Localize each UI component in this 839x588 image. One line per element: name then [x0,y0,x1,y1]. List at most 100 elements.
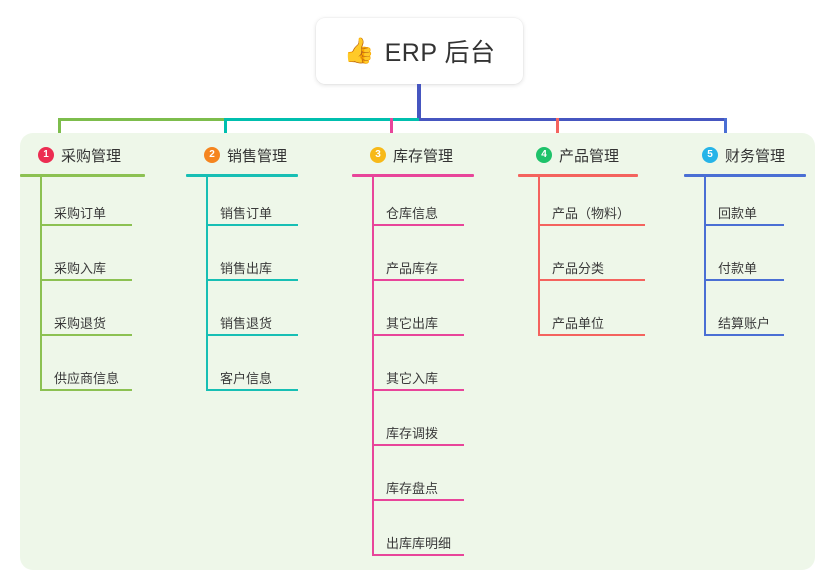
list-item-rule [372,444,464,446]
list-item-label: 采购退货 [54,316,107,331]
list-item[interactable]: 回款单 [684,177,824,232]
list-item-label: 产品（物料） [552,206,631,221]
column-title: 库存管理 [393,147,454,165]
column-库存管理: 3 库存管理仓库信息产品库存其它出库其它入库库存调拨库存盘点出库库明细 [352,144,502,562]
list-item-label: 客户信息 [220,371,273,386]
list-item-label: 其它入库 [386,371,439,386]
list-item[interactable]: 客户信息 [186,342,336,397]
column-spine-line [538,177,540,336]
column-header-bar [684,174,806,177]
column-header-bar [186,174,298,177]
list-item-label: 库存盘点 [386,481,439,496]
list-item-rule [40,389,132,391]
list-item-rule [538,224,645,226]
list-item-label: 回款单 [718,206,758,221]
list-item[interactable]: 仓库信息 [352,177,502,232]
thumbs-up-icon: 👍 [343,36,375,65]
list-item-rule [372,279,464,281]
list-item-rule [372,499,464,501]
column-number-badge: 4 [536,147,552,163]
content-panel [20,133,815,570]
list-item-label: 出库库明细 [386,536,452,551]
root-title: ERP 后台 [384,39,496,67]
list-item[interactable]: 出库库明细 [352,507,502,562]
column-items: 仓库信息产品库存其它出库其它入库库存调拨库存盘点出库库明细 [352,177,502,562]
column-items: 回款单付款单结算账户 [684,177,824,342]
list-item-rule [206,279,298,281]
list-item-rule [206,334,298,336]
column-header-3[interactable]: 3 库存管理 [352,144,502,166]
list-item[interactable]: 库存调拨 [352,397,502,452]
bus-segment-3 [419,118,727,121]
root-node[interactable]: 👍 ERP 后台 [316,18,523,84]
column-number-badge: 5 [702,147,718,163]
root-stem-line [417,84,421,121]
column-items: 产品（物料） 产品分类产品单位 [518,177,668,342]
list-item-label: 采购订单 [54,206,107,221]
list-item[interactable]: 供应商信息 [20,342,170,397]
column-items: 销售订单销售出库销售退货客户信息 [186,177,336,397]
list-item[interactable]: 其它入库 [352,342,502,397]
list-item[interactable]: 其它出库 [352,287,502,342]
list-item-rule [40,224,132,226]
column-title: 产品管理 [559,147,620,165]
list-item[interactable]: 采购订单 [20,177,170,232]
column-spine-line [40,177,42,391]
list-item[interactable]: 库存盘点 [352,452,502,507]
bus-segment-2 [224,118,421,121]
column-header-5[interactable]: 5 财务管理 [684,144,824,166]
column-header-bar [352,174,474,177]
list-item[interactable]: 产品单位 [518,287,668,342]
column-header-4[interactable]: 4 产品管理 [518,144,668,166]
list-item-label: 付款单 [718,261,758,276]
list-item-label: 销售退货 [220,316,273,331]
list-item-rule [538,279,645,281]
list-item-label: 产品分类 [552,261,605,276]
list-item[interactable]: 销售订单 [186,177,336,232]
list-item[interactable]: 产品库存 [352,232,502,287]
list-item-rule [372,554,464,556]
list-item-label: 供应商信息 [54,371,120,386]
list-item[interactable]: 销售退货 [186,287,336,342]
column-spine-line [206,177,208,391]
list-item-label: 结算账户 [718,316,771,331]
column-title: 采购管理 [61,147,122,165]
list-item[interactable]: 采购入库 [20,232,170,287]
list-item-label: 产品库存 [386,261,439,276]
list-item-rule [40,334,132,336]
list-item-rule [206,389,298,391]
bus-segment-1 [58,118,227,121]
column-number-badge: 3 [370,147,386,163]
list-item-rule [704,279,784,281]
list-item-rule [206,224,298,226]
column-spine-line [704,177,706,336]
list-item-rule [372,224,464,226]
list-item[interactable]: 销售出库 [186,232,336,287]
list-item[interactable]: 产品（物料） [518,177,668,232]
list-item-label: 产品单位 [552,316,605,331]
list-item-rule [372,334,464,336]
list-item[interactable]: 产品分类 [518,232,668,287]
list-item[interactable]: 结算账户 [684,287,824,342]
column-header-bar [518,174,638,177]
list-item-label: 销售订单 [220,206,273,221]
list-item-label: 其它出库 [386,316,439,331]
list-item-rule [372,389,464,391]
list-item-rule [704,334,784,336]
list-item-label: 销售出库 [220,261,273,276]
column-title: 销售管理 [227,147,288,165]
list-item-label: 库存调拨 [386,426,439,441]
column-header-bar [20,174,145,177]
column-财务管理: 5 财务管理回款单付款单结算账户 [684,144,824,342]
list-item-label: 采购入库 [54,261,107,276]
list-item[interactable]: 付款单 [684,232,824,287]
list-item-rule [704,224,784,226]
column-title: 财务管理 [725,147,786,165]
list-item-label: 仓库信息 [386,206,439,221]
list-item[interactable]: 采购退货 [20,287,170,342]
list-item-rule [538,334,645,336]
